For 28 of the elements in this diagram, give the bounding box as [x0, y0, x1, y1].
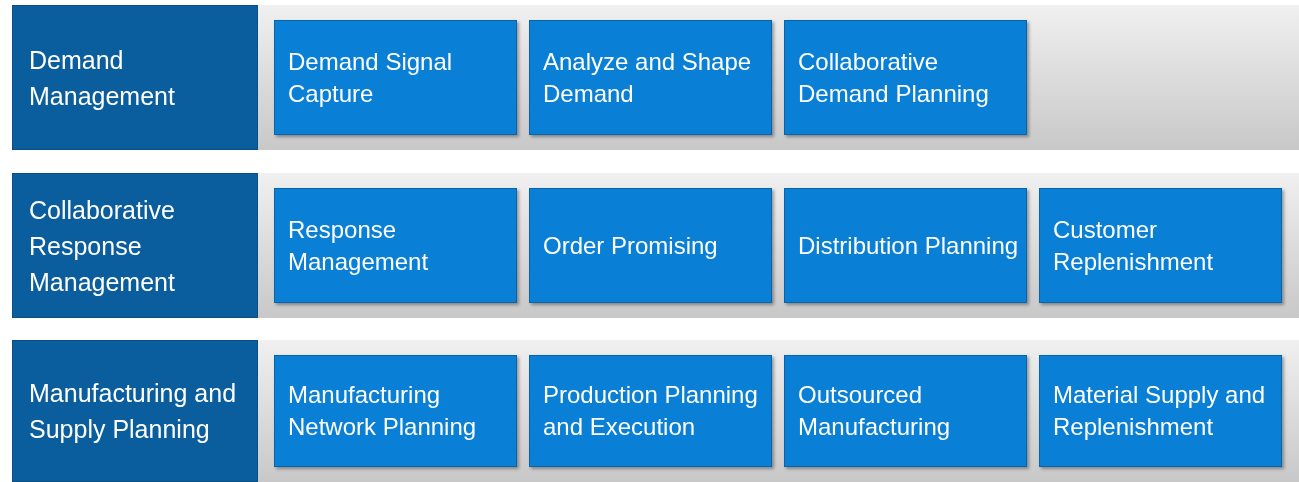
box-label: Order Promising: [543, 230, 718, 261]
process-box: [529, 355, 772, 467]
box-label: Material Supply and Replenishment: [1053, 380, 1267, 442]
row-heading-box: [12, 5, 258, 150]
box-label: Response Management: [288, 214, 430, 277]
box-label: Manufacturing and Supply Planning: [29, 378, 238, 445]
process-box: [1039, 355, 1282, 467]
process-box: [274, 188, 517, 303]
process-box: [1039, 188, 1282, 303]
process-box: [784, 20, 1027, 135]
box-label: Analyze and Shape Demand: [543, 46, 753, 109]
row-heading-box: [12, 340, 258, 482]
process-box: [529, 188, 772, 303]
process-box: [274, 20, 517, 135]
process-box: [274, 355, 517, 467]
process-box: [784, 188, 1027, 303]
process-box: [784, 355, 1027, 467]
box-label: Collaborative Demand Planning: [798, 46, 990, 109]
row-heading-box: [12, 173, 258, 318]
box-label: Production Planning and Execution: [543, 380, 759, 442]
box-label: Customer Replenishment: [1053, 214, 1215, 277]
box-label: Distribution Planning: [798, 230, 1019, 261]
box-label: Outsourced Manufacturing: [798, 380, 952, 442]
box-label: Manufacturing Network Planning: [288, 380, 478, 442]
box-label: Demand Signal Capture: [288, 46, 454, 109]
box-label: Demand Management: [29, 44, 176, 112]
process-box: [529, 20, 772, 135]
box-label: Collaborative Response Management: [29, 194, 176, 298]
